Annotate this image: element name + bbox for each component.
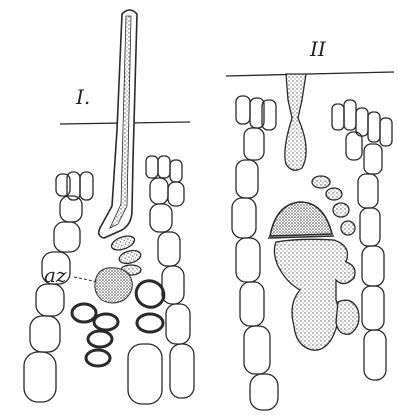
stalk-cell (110, 233, 137, 252)
funnel-structure (285, 74, 306, 170)
stippled-lobe (336, 300, 359, 334)
trichome-hair (99, 10, 137, 238)
panel-left (24, 10, 194, 404)
stippled-mass-az (95, 268, 132, 303)
panel-left-label: I. (75, 85, 90, 109)
stalk-cell (118, 248, 142, 265)
panel-right (226, 72, 394, 410)
cell-column-left-1 (24, 172, 93, 402)
cell-column-left-2 (128, 156, 194, 404)
annotation-leader (74, 277, 98, 282)
panel-right-label: II (309, 37, 327, 61)
annotation-label-az: az (44, 263, 67, 287)
surface-line-right (226, 72, 394, 76)
cell-column-right-1 (232, 96, 278, 410)
dome-cap (270, 202, 332, 236)
cell-column-right-2 (332, 100, 392, 380)
